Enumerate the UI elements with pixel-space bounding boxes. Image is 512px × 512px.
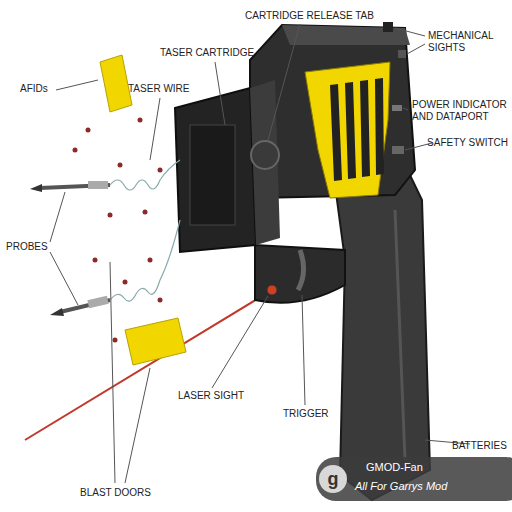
safety-switch bbox=[392, 146, 404, 154]
power-indicator bbox=[392, 105, 402, 111]
part-label: LASER SIGHT bbox=[178, 390, 244, 402]
laser-emitter bbox=[267, 285, 277, 295]
cartridge-face bbox=[190, 125, 235, 225]
watermark-band bbox=[316, 457, 512, 501]
part-label: AFIDs bbox=[20, 83, 48, 95]
part-label: MECHANICAL SIGHTS bbox=[428, 30, 508, 54]
panel-slot bbox=[360, 80, 370, 177]
panel-slot bbox=[375, 78, 384, 175]
trigger bbox=[298, 250, 304, 290]
probe bbox=[30, 181, 110, 192]
part-label: TRIGGER bbox=[283, 408, 329, 420]
part-label: SAFETY SWITCH bbox=[427, 137, 508, 149]
watermark: GMOD-Fan bbox=[366, 461, 423, 473]
leader-lines bbox=[50, 24, 470, 483]
part-label: BLAST DOORS bbox=[80, 487, 151, 499]
rear-sight bbox=[383, 22, 393, 32]
front-sight bbox=[398, 50, 406, 58]
taser-wire bbox=[110, 160, 180, 190]
taser-wire bbox=[110, 220, 180, 301]
part-label: CARTRIDGE RELEASE TAB bbox=[245, 10, 374, 22]
grip-highlight bbox=[395, 210, 405, 460]
watermark: All For Garrys Mod bbox=[355, 480, 447, 492]
afid-door bbox=[100, 55, 132, 112]
cartridge-side bbox=[250, 80, 280, 245]
part-label: POWER INDICATOR AND DATAPORT bbox=[412, 99, 508, 123]
cartridge bbox=[175, 88, 256, 252]
part-label: BATTERIES bbox=[452, 440, 507, 452]
laser-beam bbox=[25, 290, 272, 440]
blast-door bbox=[125, 318, 186, 365]
afid-dots bbox=[73, 118, 163, 343]
probe bbox=[50, 296, 110, 316]
part-label: TASER CARTRIDGE bbox=[160, 47, 254, 59]
part-label: PROBES bbox=[6, 241, 48, 253]
trigger-guard bbox=[255, 245, 345, 303]
watermark-logo-letter: g bbox=[319, 465, 347, 493]
part-label: TASER WIRE bbox=[128, 83, 189, 95]
panel-slot bbox=[345, 82, 356, 179]
grip bbox=[335, 175, 430, 500]
yellow-panel bbox=[305, 62, 390, 198]
panel-slot bbox=[330, 84, 342, 181]
watermark-logo bbox=[319, 465, 347, 493]
release-tab bbox=[251, 141, 279, 169]
